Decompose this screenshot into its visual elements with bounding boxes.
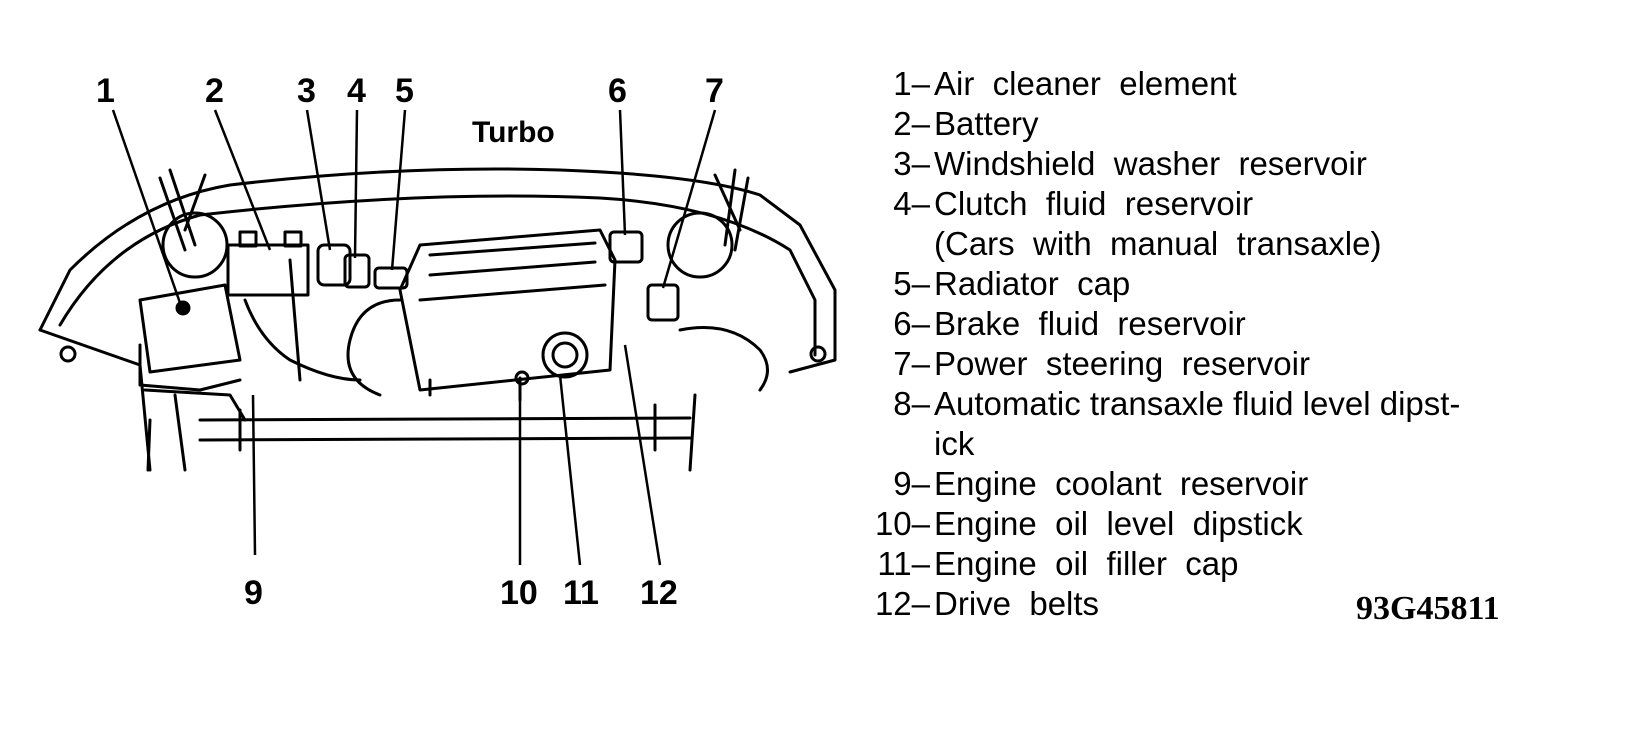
right-strut	[713, 168, 750, 252]
legend-label: Brake fluid reservoir	[934, 305, 1246, 342]
body-outline	[38, 167, 837, 374]
callout-7: 7	[705, 72, 724, 110]
legend-label: Power steering reservoir	[934, 345, 1310, 382]
left-strut	[158, 168, 207, 252]
legend-number: 11–	[877, 545, 930, 582]
legend-item: 1–Air cleaner element	[858, 64, 1598, 104]
legend-label-continuation: ick	[934, 425, 975, 462]
legend-number: 1–	[893, 65, 930, 102]
legend-item: 5–Radiator cap	[858, 264, 1598, 304]
legend-label: Battery	[934, 105, 1039, 142]
legend-number: 4–	[893, 185, 930, 222]
right-strut-tower	[666, 211, 734, 279]
leader-5	[390, 109, 407, 271]
legend-label: Clutch fluid reservoir	[934, 185, 1254, 222]
callout-9: 9	[244, 574, 263, 612]
battery	[226, 243, 310, 297]
callout-1: 1	[96, 72, 115, 110]
callout-4: 4	[347, 72, 366, 110]
callout-10: 10	[500, 574, 538, 612]
legend-label: Automatic transaxle fluid level dipst-	[934, 385, 1461, 422]
leader-2	[213, 109, 272, 251]
legend-number: 9–	[893, 465, 930, 502]
legend-label: Radiator cap	[934, 265, 1131, 302]
legend-item: 6–Brake fluid reservoir	[858, 304, 1598, 344]
legend-item: 7–Power steering reservoir	[858, 344, 1598, 384]
legend-number: 6–	[893, 305, 930, 342]
leader-12	[623, 344, 662, 566]
leader-9	[251, 394, 257, 556]
left-fender	[38, 328, 152, 472]
callout-5: 5	[395, 72, 414, 110]
legend-item: 2–Battery	[858, 104, 1598, 144]
oil-filler-cap	[541, 331, 589, 379]
legend-number: 10–	[874, 505, 930, 542]
leader-4	[353, 109, 359, 259]
turbo-label: Turbo	[472, 116, 555, 149]
callout-3: 3	[297, 72, 316, 110]
legend-label-continuation: (Cars with manual transaxle)	[934, 225, 1382, 262]
legend-label: Engine oil filler cap	[934, 545, 1239, 582]
legend-label: Drive belts	[934, 585, 1100, 622]
legend-number: 3–	[893, 145, 930, 182]
legend-number: 8–	[893, 385, 930, 422]
legend-label: Air cleaner element	[934, 65, 1237, 102]
power-steering-reservoir	[646, 283, 680, 322]
legend-item: 4–Clutch fluid reservoir	[858, 184, 1598, 224]
legend-item: 9–Engine coolant reservoir	[858, 464, 1598, 504]
clutch-reservoir	[343, 253, 371, 289]
washer-reservoir	[316, 243, 352, 287]
leader-3	[305, 109, 332, 251]
legend-item: 8–Automatic transaxle fluid level dipst-	[858, 384, 1598, 424]
legend-number: 5–	[893, 265, 930, 302]
legend-number: 12–	[874, 585, 930, 622]
legend-item: 11–Engine oil filler cap	[858, 544, 1598, 584]
legend-label: Engine oil level dipstick	[934, 505, 1303, 542]
callout-11: 11	[563, 574, 599, 612]
leader-11	[558, 374, 582, 566]
figure-code: 93G45811	[1356, 590, 1500, 627]
legend-label: Engine coolant reservoir	[934, 465, 1309, 502]
air-cleaner-box	[138, 283, 242, 374]
leader-6	[618, 109, 627, 236]
callout-2: 2	[205, 72, 224, 110]
legend-item: 10–Engine oil level dipstick	[858, 504, 1598, 544]
legend-number: 7–	[893, 345, 930, 382]
leader-7	[661, 109, 717, 289]
legend-item: 12–Drive belts	[858, 584, 1598, 624]
legend-number: 2–	[893, 105, 930, 142]
leader-1	[111, 109, 182, 304]
callout-6: 6	[608, 72, 627, 110]
engine-block	[398, 228, 617, 392]
legend-label: Windshield washer reservoir	[934, 145, 1367, 182]
legend-item: 3–Windshield washer reservoir	[858, 144, 1598, 184]
callout-12: 12	[640, 574, 678, 612]
